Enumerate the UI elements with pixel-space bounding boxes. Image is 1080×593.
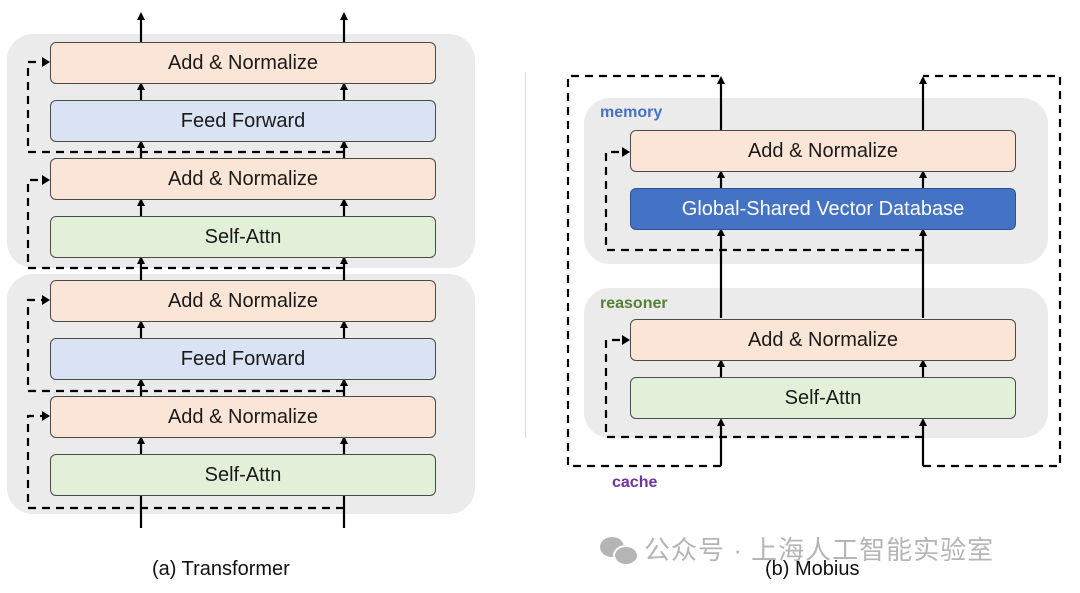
panel-divider (525, 72, 526, 438)
memory-label: memory (600, 104, 663, 121)
cache-label: cache (612, 474, 658, 491)
mobius-reasoner-add-normalize-block: Add & Normalize (630, 319, 1016, 361)
transformer-self-attn-block: Self-Attn (50, 454, 436, 496)
mobius-self-attn-block: Self-Attn (630, 377, 1016, 419)
transformer-add-normalize-block: Add & Normalize (50, 158, 436, 200)
reasoner-label: reasoner (600, 295, 668, 312)
transformer-add-normalize-block: Add & Normalize (50, 280, 436, 322)
transformer-add-normalize-block: Add & Normalize (50, 42, 436, 84)
transformer-feed-forward-block: Feed Forward (50, 338, 436, 380)
watermark: 公众号 · 上海人工智能实验室 (600, 530, 994, 567)
mobius-memory-group (584, 98, 1048, 264)
wechat-icon (600, 535, 639, 566)
transformer-caption: (a) Transformer (152, 558, 290, 580)
watermark-text: 公众号 · 上海人工智能实验室 (644, 535, 995, 565)
transformer-self-attn-block: Self-Attn (50, 216, 436, 258)
mobius-memory-add-normalize-block: Add & Normalize (630, 130, 1016, 172)
transformer-feed-forward-block: Feed Forward (50, 100, 436, 142)
global-shared-vector-database-block: Global-Shared Vector Database (630, 188, 1016, 230)
mobius-caption: (b) Mobius (765, 558, 860, 580)
transformer-add-normalize-block: Add & Normalize (50, 396, 436, 438)
